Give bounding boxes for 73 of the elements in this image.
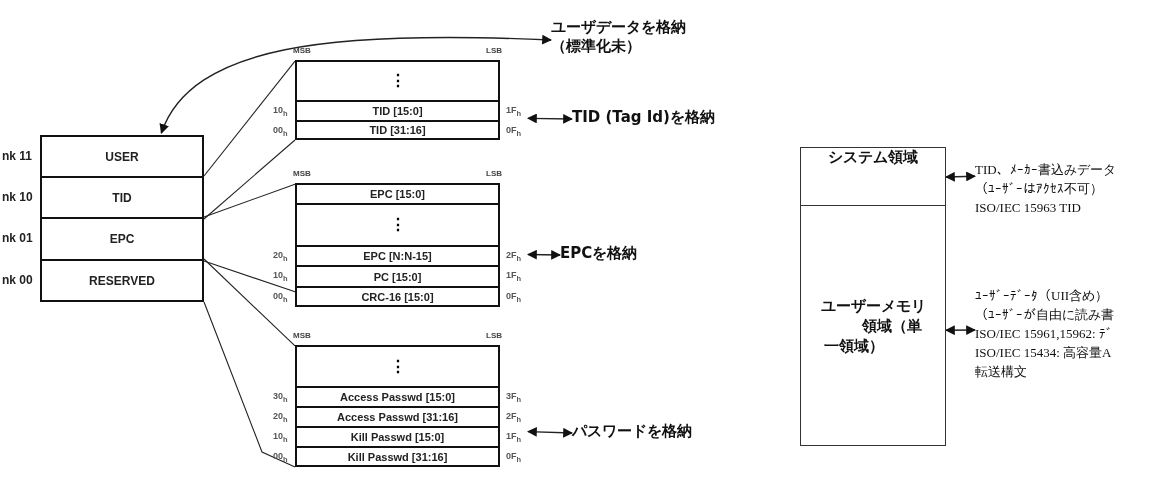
arrow (527, 249, 561, 260)
memory-area-box (800, 205, 946, 446)
arrow (945, 171, 976, 182)
address-label: 00$_{h}$ (273, 125, 288, 138)
field-label: PC [15:0] (373, 270, 422, 283)
description-text: ISO/IEC 15961,15962: ﾃﾞ (975, 325, 1114, 343)
bit-label: MSB (293, 169, 311, 178)
field-label: EPC [N:N-15] (363, 250, 432, 262)
arrow (527, 113, 573, 124)
field-label: RESERVED (89, 273, 155, 288)
address-label: 10$_{h}$ (273, 431, 288, 444)
description-text: 転送構文 (975, 363, 1028, 381)
ellipsis: ⋮ (389, 217, 406, 233)
address-label: 0F$_{h}$ (506, 291, 522, 304)
connector-line (203, 183, 296, 218)
address-label: 20$_{h}$ (273, 411, 288, 424)
field-label: Kill Passwd [15:0] (350, 431, 445, 443)
bit-label: MSB (293, 46, 311, 55)
field-label: USER (105, 149, 139, 164)
address-label: 1F$_{h}$ (506, 431, 522, 444)
ellipsis: ⋮ (389, 73, 406, 89)
address-label: 00$_{h}$ (273, 451, 288, 464)
ellipsis: ⋮ (389, 358, 406, 375)
connector-line (203, 60, 296, 177)
bank-label: nk 01 (2, 231, 33, 245)
field-label: EPC (109, 232, 135, 246)
memory-area-box (800, 147, 946, 207)
area-label: システム領域 (827, 147, 919, 168)
description-text: ISO/IEC 15963 TID (975, 199, 1082, 217)
bank-label: nk 10 (2, 190, 33, 204)
address-label: 2F$_{h}$ (506, 250, 522, 263)
address-label: 2F$_{h}$ (506, 411, 522, 424)
address-label: 3F$_{h}$ (506, 391, 522, 404)
bit-label: LSB (486, 46, 502, 55)
connector-line (203, 258, 296, 347)
address-label: 0F$_{h}$ (506, 451, 522, 464)
bit-label: MSB (293, 331, 311, 340)
description-text: （ﾕｰｻﾞｰはｱｸｾｽ不可） (975, 180, 1104, 198)
address-label: 10$_{h}$ (273, 270, 288, 283)
address-label: 1F$_{h}$ (506, 105, 522, 118)
description-text: ISO/IEC 15434: 高容量A (975, 344, 1113, 362)
description-text: TID、ﾒｰｶｰ書込みデータ (975, 161, 1117, 179)
field-label: CRC-16 [15:0] (361, 290, 434, 303)
address-label: 0F$_{h}$ (506, 125, 522, 138)
note-text: パスワードを格納 (572, 422, 693, 441)
description-text: （ﾕｰｻﾞｰが自由に読み書 (975, 306, 1115, 324)
field-label: TID [15:0] (372, 105, 423, 117)
note-text: ユーザデータを格納（標準化未） (551, 18, 687, 56)
connector-line (203, 260, 296, 293)
address-label: 10$_{h}$ (273, 105, 288, 118)
note-text: TID (Tag Id)を格納 (572, 108, 716, 127)
address-label: 1F$_{h}$ (506, 270, 522, 283)
area-label: ユーザーメモリ領域（単一領域） (819, 295, 927, 356)
connector-line (203, 301, 296, 468)
bit-label: LSB (486, 169, 502, 178)
bank-label: nk 00 (2, 273, 33, 287)
bank-label: nk 11 (2, 149, 33, 163)
note-text: EPCを格納 (560, 244, 639, 263)
field-label: Kill Passwd [31:16] (347, 450, 448, 463)
field-label: Access Passwd [31:16] (336, 411, 459, 423)
arrow (527, 427, 573, 438)
description-text: ﾕｰｻﾞｰﾃﾞｰﾀ（UII含め） (975, 287, 1110, 305)
bit-label: LSB (486, 331, 502, 340)
address-label: 30$_{h}$ (273, 391, 288, 404)
field-label: EPC [15:0] (370, 188, 425, 200)
arrow (160, 34, 552, 134)
address-label: 20$_{h}$ (273, 250, 288, 263)
connector-line (203, 139, 296, 220)
field-label: TID [31:16] (369, 124, 426, 136)
address-label: 00$_{h}$ (273, 291, 288, 304)
arrow (945, 325, 976, 336)
field-label: TID (112, 190, 132, 205)
field-label: Access Passwd [15:0] (340, 391, 455, 403)
